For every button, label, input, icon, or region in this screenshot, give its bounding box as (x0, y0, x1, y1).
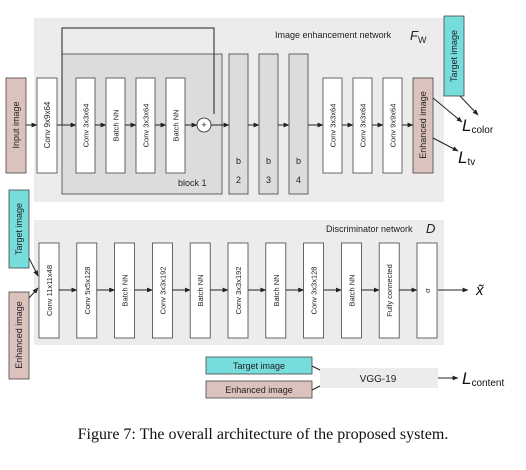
block-2-number: 2 (236, 175, 241, 185)
block-1-layers: Conv 3x3x64 Batch NN Conv 3x3x64 Batch NN (26, 77, 198, 174)
vgg-enhanced-label: Enhanced image (225, 385, 293, 395)
arrow-disc-target (28, 257, 39, 277)
block-layer-1-label: Conv 3x3x64 (82, 104, 91, 148)
block-layer-2-label: Batch NN (112, 109, 121, 141)
block-4-number: 4 (296, 175, 301, 185)
input-image-label: Input image (11, 101, 21, 148)
arrow-enhanced-to-tv (432, 137, 459, 152)
figure-caption: Figure 7: The overall architecture of th… (77, 426, 449, 443)
block-layer-3-label: Conv 3x3x64 (142, 104, 151, 148)
disc-enhanced-image-box (8, 291, 30, 380)
disc-layer-6-label: Conv 3x3x192 (234, 267, 243, 315)
disc-target-image-label: Target image (14, 203, 24, 255)
tail-layer-2-label: Conv 3x3x64 (359, 104, 368, 148)
disc-layer-1-label: Conv 11x11x48 (45, 265, 54, 316)
enhanced-image-box (412, 77, 434, 174)
disc-layer-9-label: Batch NN (347, 274, 356, 306)
disc-enhanced-image-label: Enhanced image (14, 301, 24, 369)
enhanced-image-label: Enhanced image (418, 91, 428, 159)
disc-layer-11-box (416, 242, 438, 339)
target-image-box-top (443, 15, 465, 97)
disc-output-symbol: x̃ (475, 282, 485, 299)
enhancement-symbol: FW (410, 28, 427, 45)
disc-layer-4-label: Conv 3x3x192 (158, 267, 167, 315)
enh-conv-first-label: Conv 9x9x64 (43, 101, 52, 148)
block-2-b: b (236, 156, 241, 166)
sum-node-symbol: + (201, 120, 206, 130)
tail-layer-1-label: Conv 3x3x64 (329, 104, 338, 148)
skip-connection (61, 27, 215, 125)
discriminator-symbol: D (426, 221, 435, 236)
arrow-enhanced-to-color (432, 97, 463, 123)
disc-layer-10-label: Fully connected (385, 264, 394, 317)
block-4-b: b (296, 156, 301, 166)
block-1-label: block 1 (178, 178, 207, 188)
vgg-label: VGG-19 (360, 374, 397, 385)
disc-target-image-box (8, 189, 30, 269)
extra-blocks: b 2 b 3 b 4 (211, 53, 324, 195)
disc-layer-11-label: σ (423, 288, 432, 293)
loss-color: Lcolor (462, 116, 494, 136)
block-3-b: b (266, 156, 271, 166)
block-4-box (288, 53, 309, 195)
tail-layer-3-label: Conv 9x9x64 (389, 104, 398, 148)
tail-layers: Conv 3x3x64 Conv 3x3x64 Conv 9x9x64 (322, 77, 414, 174)
block-3-box (258, 53, 279, 195)
vgg-target-box (205, 356, 313, 375)
block-layer-4-label: Batch NN (172, 109, 181, 141)
discriminator-title: Discriminator network (326, 224, 413, 234)
enhancement-title: Image enhancement network (275, 30, 392, 40)
vgg-target-label: Target image (233, 361, 285, 371)
disc-layer-7-label: Batch NN (272, 274, 281, 306)
disc-layer-8-label: Conv 3x3x128 (310, 267, 319, 315)
loss-tv: Ltv (458, 148, 475, 168)
disc-layer-3-label: Batch NN (121, 274, 130, 306)
discriminator-layers: Conv 11x11x48 Conv 5x5x128 Batch NN Conv 3x… (38, 242, 438, 339)
block-3-number: 3 (266, 175, 271, 185)
target-image-label-top: Target image (449, 30, 459, 82)
arrow-disc-enhanced (28, 287, 39, 299)
vgg-box (320, 368, 438, 388)
disc-layer-2-label: Conv 5x5x128 (83, 267, 92, 315)
disc-layer-5-label: Batch NN (196, 274, 205, 306)
loss-content: Lcontent (462, 369, 504, 389)
block-2-box (228, 53, 249, 195)
arrow-target-to-color (459, 95, 479, 116)
